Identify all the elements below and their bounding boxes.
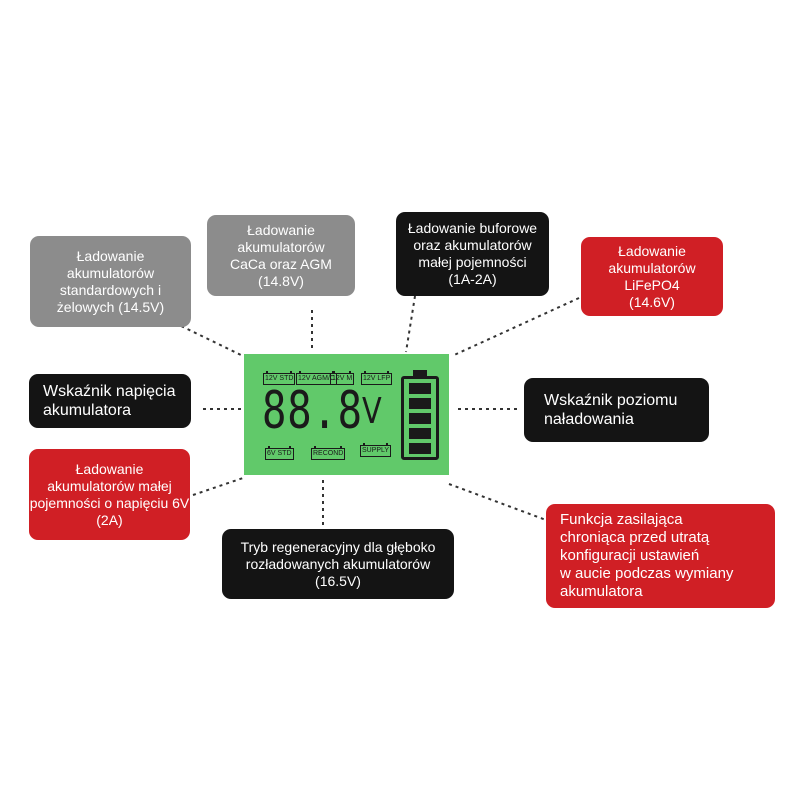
callout-line: (16.5V) [315,572,361,589]
callout-line: (1A-2A) [448,271,497,287]
callout-line: Ładowanie [618,242,686,259]
lcd-mode-12v-lfp: 12V LFP [361,371,393,385]
callout-regeneration-mode: Tryb regeneracyjny dla głęboko rozładowa… [222,529,454,599]
battery-segment [409,398,431,409]
callout-line: standardowych i [59,281,162,298]
callout-buffer-small-charging: Ładowanie buforowe oraz akumulatorów mał… [396,212,549,296]
callout-line: (14.8V) [258,272,304,289]
callout-supply-function: Funkcja zasilająca chroniąca przed utrat… [546,504,775,608]
battery-segment [409,413,431,424]
callout-line: Ładowanie [76,247,145,264]
callout-line: pojemności o napięciu 6V [29,494,190,511]
battery-segment [409,443,431,454]
connector-buffer-small [405,295,416,353]
callout-line: rozładowanych akumulatorów [245,555,431,572]
lcd-voltage-digits: 88.8 [262,381,363,441]
connector-lifepo4 [451,297,580,357]
callout-line: w aucie podczas wymiany [560,565,734,582]
connector-small-6v [192,477,244,496]
callout-charge-level-indicator: Wskaźnik poziomu naładowania [524,378,709,442]
callout-line: akumulatora [560,583,643,600]
callout-voltage-indicator: Wskaźnik napięcia akumulatora [29,374,191,428]
lcd-mode-recond: RECOND [311,446,346,460]
callout-line: CaCa oraz AGM [230,255,332,272]
lcd-mode-12v-agmc: 12V AGM/C [296,371,337,385]
callout-line: małej pojemności [418,254,527,270]
callout-line: żelowych (14.5V) [56,298,165,315]
callout-line: akumulatorów małej [47,477,172,494]
callout-line: chroniąca przed utratą [560,529,710,546]
battery-segment [409,428,431,439]
lcd-voltage-unit: V [362,391,382,432]
callout-line: Ładowanie buforowe [407,220,538,236]
lcd-mode-6v-std: 6V STD [265,446,294,460]
callout-line: Tryb regeneracyjny dla głęboko [240,538,436,555]
callout-line: akumulatorów [66,264,155,281]
callout-6v-small-charging: Ładowanie akumulatorów małej pojemności … [29,449,190,540]
callout-line: akumulatorów [608,259,696,276]
battery-terminal [413,370,427,376]
battery-segment [409,383,431,394]
callout-line: (2A) [96,511,123,528]
callout-line: Funkcja zasilająca [560,511,683,528]
callout-line: naładowania [544,411,634,428]
connector-standard-gel [174,322,244,357]
lcd-mode-supply: SUPPLY [360,443,392,457]
callout-standard-gel-charging: Ładowanie akumulatorów standardowych i ż… [30,236,191,327]
connector-supply [448,483,547,521]
callout-line: akumulatora [43,402,132,419]
callout-line: konfiguracji ustawień [560,547,700,564]
callout-line: Ładowanie [247,221,315,238]
callout-line: oraz akumulatorów [413,237,532,253]
battery-level-icon [401,376,439,460]
callout-line: Ładowanie [75,460,144,477]
callout-line: akumulatorów [237,238,325,255]
callout-lifepo4-charging: Ładowanie akumulatorów LiFePO4 (14.6V) [581,237,723,316]
callout-line: Wskaźnik napięcia [43,383,176,400]
lcd-mode-12v-std: 12V STD [263,371,296,385]
callout-line: LiFePO4 [624,276,680,293]
lcd-mode-12v-m: 12V M [330,371,355,385]
callout-caca-agm-charging: Ładowanie akumulatorów CaCa oraz AGM (14… [207,215,355,296]
callout-line: Wskaźnik poziomu [544,392,678,409]
callout-line: (14.6V) [629,293,675,310]
